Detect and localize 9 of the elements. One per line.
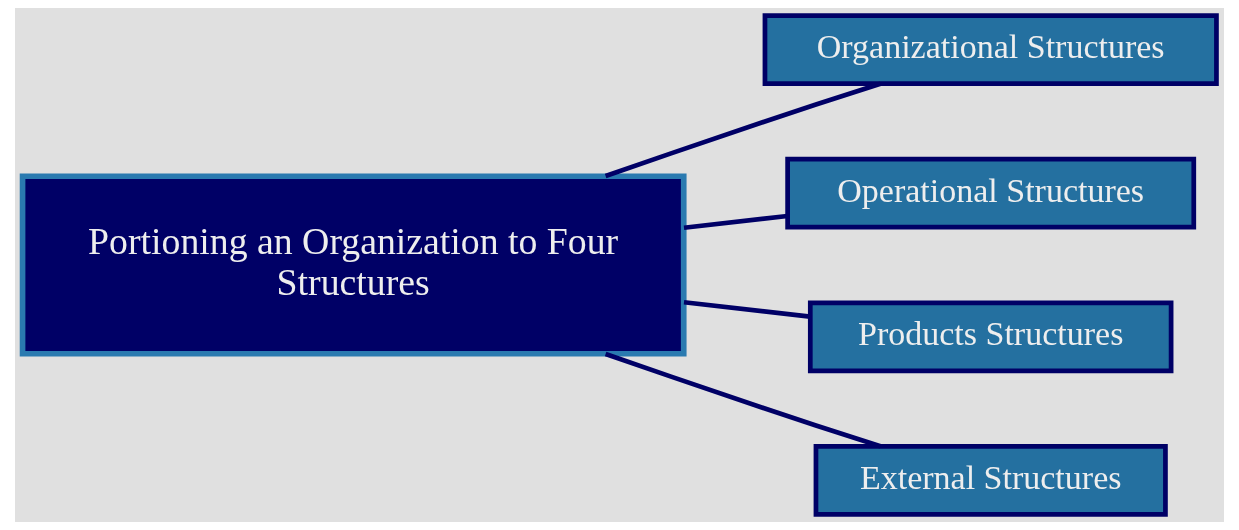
node-box: Organizational Structures	[762, 13, 1219, 86]
node-box: External Structures	[813, 444, 1168, 517]
node-box: Portioning an Organization to Four Structures	[19, 173, 687, 357]
connector	[683, 213, 788, 231]
connector	[604, 351, 882, 449]
node-box: Operational Structures	[785, 156, 1197, 230]
connector	[683, 299, 811, 319]
connector	[604, 81, 882, 179]
node-box: Products Structures	[807, 300, 1174, 374]
